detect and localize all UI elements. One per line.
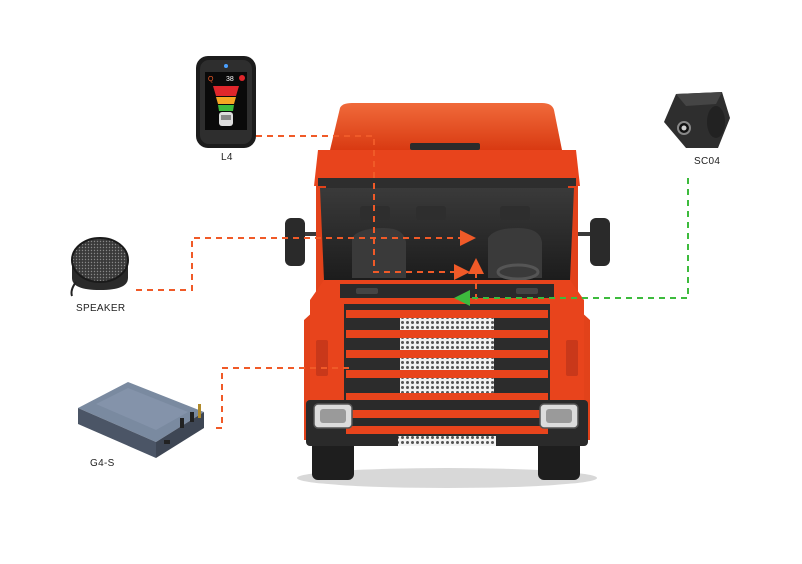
link-controller bbox=[216, 367, 350, 429]
link-speaker bbox=[136, 230, 476, 291]
label-display: L4 bbox=[221, 152, 233, 163]
connection-lines bbox=[136, 135, 689, 429]
label-controller: G4-S bbox=[90, 458, 115, 469]
link-display bbox=[256, 135, 470, 280]
speaker-device bbox=[70, 237, 129, 297]
g4s-controller-device bbox=[78, 382, 204, 458]
sc04-camera-device bbox=[664, 92, 730, 148]
svg-text:38: 38 bbox=[226, 76, 234, 83]
label-speaker: SPEAKER bbox=[76, 303, 126, 314]
label-camera: SC04 bbox=[694, 156, 721, 167]
l4-display-device: Q 38 bbox=[196, 56, 256, 148]
truck-illustration bbox=[285, 103, 610, 488]
svg-text:Q: Q bbox=[208, 76, 214, 83]
